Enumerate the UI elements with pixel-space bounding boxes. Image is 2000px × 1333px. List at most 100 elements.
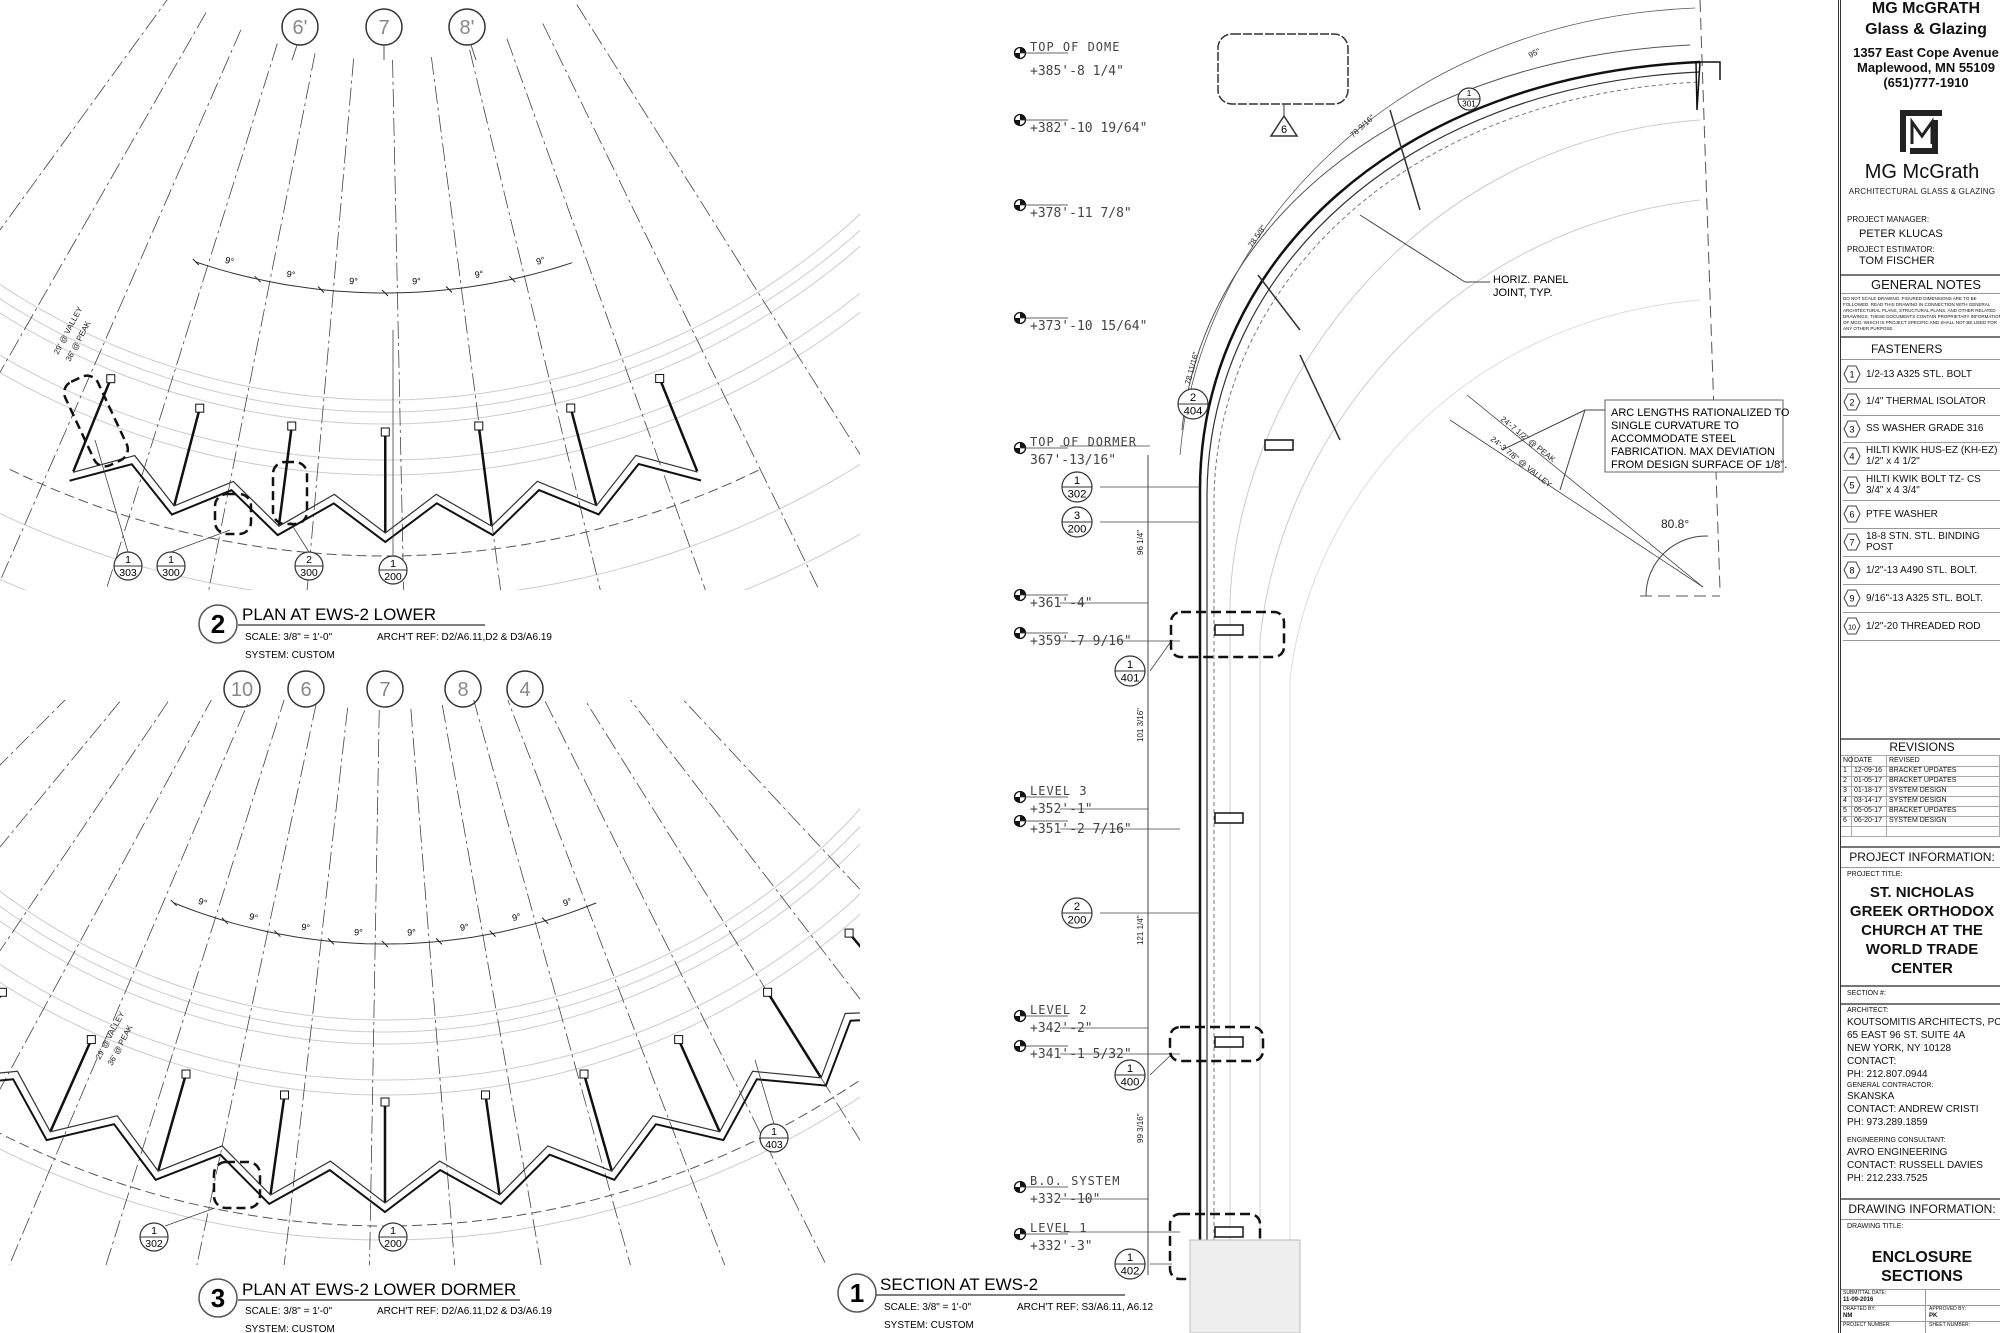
grid-bubble-label: 4 xyxy=(519,679,530,701)
callout-detail-number: 1 xyxy=(125,554,131,566)
detail-boundary xyxy=(1169,610,1286,659)
label: DRAWING TITLE: xyxy=(1847,1223,1904,1230)
grid-line xyxy=(542,23,820,590)
project-title-line: GREEK ORTHODOX xyxy=(1849,903,1995,920)
grid-bubble-label: 8 xyxy=(457,679,468,701)
background-structure xyxy=(1229,119,1701,1275)
background-arc xyxy=(0,825,860,1033)
dim-tick xyxy=(317,286,325,293)
grid-line xyxy=(0,12,207,374)
fastener-number: 8 xyxy=(1849,566,1854,576)
curtain-wall-panel-outer xyxy=(69,462,702,544)
anchor-bracket xyxy=(1214,1226,1244,1238)
label: PROJECT ESTIMATOR: xyxy=(1847,245,1935,254)
dim-tick xyxy=(489,930,496,937)
dim-tick xyxy=(381,940,389,948)
revision-date: 06-20-17 xyxy=(1852,816,1887,826)
grid-line xyxy=(576,4,860,456)
dim-label: 95" xyxy=(1527,47,1542,60)
label: SUBMITTAL DATE: xyxy=(1843,1290,1887,1296)
revision-number: 2 xyxy=(1841,776,1852,786)
radius-line-valley xyxy=(1449,419,1704,588)
elevation-value: +341'-1 5/32" xyxy=(1030,1047,1132,1062)
anchor-plate xyxy=(195,403,205,413)
dim-tick xyxy=(445,286,453,293)
arch-ref: ARCH'T REF: S3/A6.11, A6.12 xyxy=(1017,1302,1153,1313)
mullion-bracket xyxy=(277,425,293,526)
detail-boundary xyxy=(212,1160,262,1210)
callout-sheet-number: 300 xyxy=(300,567,318,579)
panel-joint-bracket xyxy=(1299,354,1341,441)
fastener-tag-icon: 9 xyxy=(1843,589,1861,607)
revision-number: 3 xyxy=(1841,786,1852,796)
revision-cloud: 6 xyxy=(1217,33,1349,137)
elevation-value: +359'-7 9/16" xyxy=(1030,634,1132,649)
company-name: MG McGRATH xyxy=(1871,0,1981,17)
callout-leader xyxy=(1149,1053,1173,1076)
dim-label: 78 9/16" xyxy=(1348,113,1376,140)
arc-length-note: ARC LENGTHS RATIONALIZED TO SINGLE CURVA… xyxy=(1501,399,1790,491)
dim-label: 101 3/16" xyxy=(1136,708,1145,742)
grid-line xyxy=(473,700,631,1265)
plan3-grid-bubbles: 10 6 7 8 4 xyxy=(223,670,544,708)
curtain-wall-panel-outer xyxy=(0,1019,860,1214)
curtain-wall-inner xyxy=(1206,71,1701,1275)
submittal-date: 11-09-2016 xyxy=(1843,1297,1874,1303)
grid-line xyxy=(469,49,601,590)
elevation-marker: +359'-7 9/16" xyxy=(1013,626,1132,649)
fastener-number: 4 xyxy=(1849,452,1854,462)
elevation-value: +373'-10 15/64" xyxy=(1030,319,1147,334)
label: SHEET NUMBER: xyxy=(1929,1322,1971,1328)
revision-date: 01-18-17 xyxy=(1852,786,1887,796)
angle-label: 9° xyxy=(301,922,311,933)
fastener-description: 1/2"-13 A490 STL. BOLT. xyxy=(1866,564,1978,576)
callout-sheet-number: 401 xyxy=(1121,673,1140,685)
grid-line xyxy=(441,704,542,1265)
dim-label: 78 5/8" xyxy=(1246,223,1268,249)
fastener-number: 2 xyxy=(1849,397,1854,407)
label: PROJECT TITLE: xyxy=(1847,871,1903,878)
anchor-plate xyxy=(86,1035,96,1045)
fastener-tag-icon: 4 xyxy=(1843,447,1861,465)
callout-detail-number: 2 xyxy=(1190,392,1196,404)
background-arc xyxy=(0,245,860,425)
mullion-bracket xyxy=(848,932,860,949)
background-arc xyxy=(0,229,860,413)
section-heading: REVISIONS xyxy=(1889,740,1955,754)
angle-label: 9° xyxy=(511,911,522,923)
label: SECTION #: xyxy=(1847,990,1886,997)
company-address-2: Maplewood, MN 55109 xyxy=(1857,60,1995,75)
anchor-plate xyxy=(844,928,854,938)
anchor-bracket xyxy=(1264,439,1294,451)
callout-sheet-number: 404 xyxy=(1184,406,1203,418)
callout-sheet-number: 200 xyxy=(384,571,402,583)
label: APPROVED BY: xyxy=(1929,1306,1966,1312)
angle-dim-arc xyxy=(195,261,573,294)
system-label: SYSTEM: CUSTOM xyxy=(245,1324,335,1333)
grid-line xyxy=(196,702,317,1265)
grid-bubble-label: 7 xyxy=(379,679,390,701)
fastener-description: 1/2"-20 THREADED ROD xyxy=(1866,620,1981,632)
elevation-value: +351'-2 7/16" xyxy=(1030,822,1132,837)
anchor-bracket xyxy=(1214,812,1244,824)
elevation-value: +342'-2" xyxy=(1030,1021,1093,1036)
grid-line xyxy=(0,700,170,952)
callout-detail-number: 1 xyxy=(1127,1063,1133,1075)
angle-label: 9° xyxy=(248,911,259,923)
